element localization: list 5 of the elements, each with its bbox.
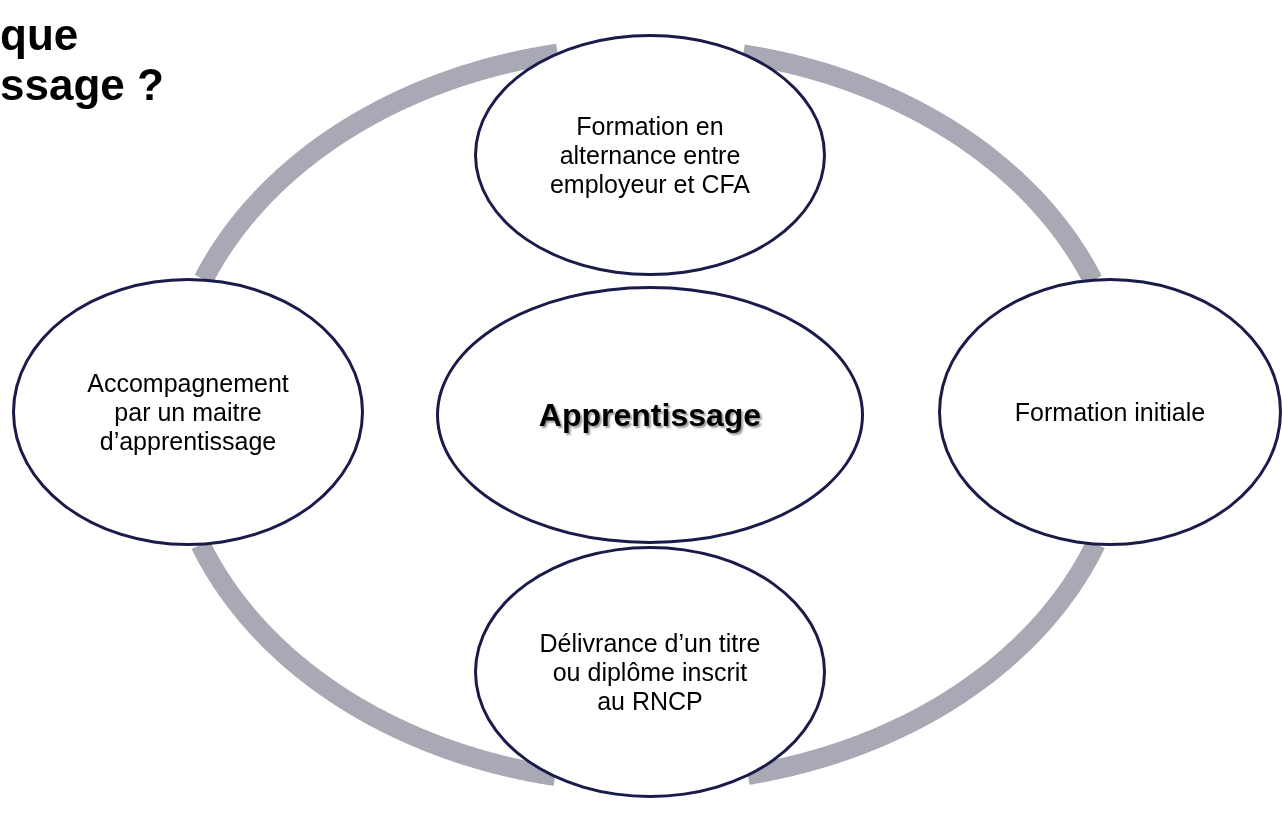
- node-label: Délivrance d’un titre ou diplôme inscrit au RNCP: [538, 628, 762, 716]
- title: que ssage ?: [0, 10, 165, 110]
- node-label: Formation en alternance entre employeur et CFA: [548, 111, 752, 199]
- node-label: Formation initiale: [1014, 397, 1206, 427]
- node-label: Accompagnement par un maitre d’apprentissage: [86, 368, 290, 456]
